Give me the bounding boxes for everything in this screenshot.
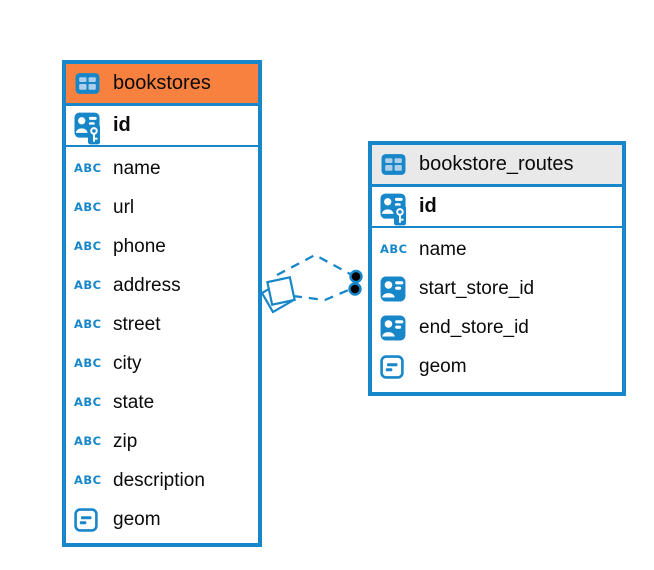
column-label: start_store_id [419,277,535,299]
relationship-line-1[interactable] [276,253,353,277]
column-label: city [113,352,142,374]
relationship-source-marker [260,276,296,314]
text-type-icon: ABC [74,394,102,409]
column-label: geom [113,508,161,530]
geometry-type-icon [74,508,104,532]
column-row[interactable]: ABC address [66,266,258,305]
entity-table-bookstore-routes[interactable]: bookstore_routes id ABC name start_store… [368,141,626,396]
column-list: ABC name ABC url ABC phone ABC address A… [66,147,258,539]
text-type-icon: ABC [74,472,102,487]
text-type-icon: ABC [380,241,408,256]
table-header-bookstores[interactable]: bookstores [66,64,258,106]
column-row[interactable]: ABC street [66,305,258,344]
column-row[interactable]: ABC zip [66,422,258,461]
column-row[interactable]: start_store_id [372,269,622,308]
column-row[interactable]: ABC city [66,344,258,383]
relationship-line-2[interactable] [292,287,352,302]
column-list: ABC name start_store_id end_store_id ge [372,228,622,386]
text-type-icon: ABC [74,238,102,253]
entity-table-bookstores[interactable]: bookstores id ABC name ABC url ABC phone… [62,60,262,547]
column-label: name [113,157,161,179]
column-row[interactable]: ABC phone [66,227,258,266]
text-type-icon: ABC [74,160,102,175]
column-label: street [113,313,161,335]
table-grid-icon [380,152,410,177]
text-type-icon: ABC [74,199,102,214]
primary-key-icon [380,193,410,226]
column-label: end_store_id [419,316,529,338]
column-row[interactable]: ABC name [372,230,622,269]
column-label: zip [113,430,138,452]
table-title: bookstore_routes [419,153,574,175]
primary-key-icon [74,112,104,145]
table-header-bookstore-routes[interactable]: bookstore_routes [372,145,622,187]
column-label: description [113,469,205,491]
column-row[interactable]: ABC description [66,461,258,500]
column-row[interactable]: geom [372,347,622,386]
column-row[interactable]: ABC name [66,149,258,188]
column-label: id [113,114,131,136]
text-type-icon: ABC [74,316,102,331]
geometry-type-icon [380,355,410,379]
foreign-key-icon [380,276,410,302]
column-row[interactable]: end_store_id [372,308,622,347]
column-row[interactable]: ABC url [66,188,258,227]
column-label: address [113,274,181,296]
text-type-icon: ABC [74,433,102,448]
text-type-icon: ABC [74,277,102,292]
column-label: state [113,391,155,413]
column-label: id [419,195,437,217]
column-label: name [419,238,467,260]
column-row-pk[interactable]: id [372,187,622,228]
column-row-pk[interactable]: id [66,106,258,147]
table-grid-icon [74,71,104,96]
text-type-icon: ABC [74,355,102,370]
column-label: url [113,196,135,218]
column-label: phone [113,235,166,257]
foreign-key-icon [380,315,410,341]
column-row[interactable]: geom [66,500,258,539]
column-row[interactable]: ABC state [66,383,258,422]
column-label: geom [419,355,467,377]
table-title: bookstores [113,72,211,94]
